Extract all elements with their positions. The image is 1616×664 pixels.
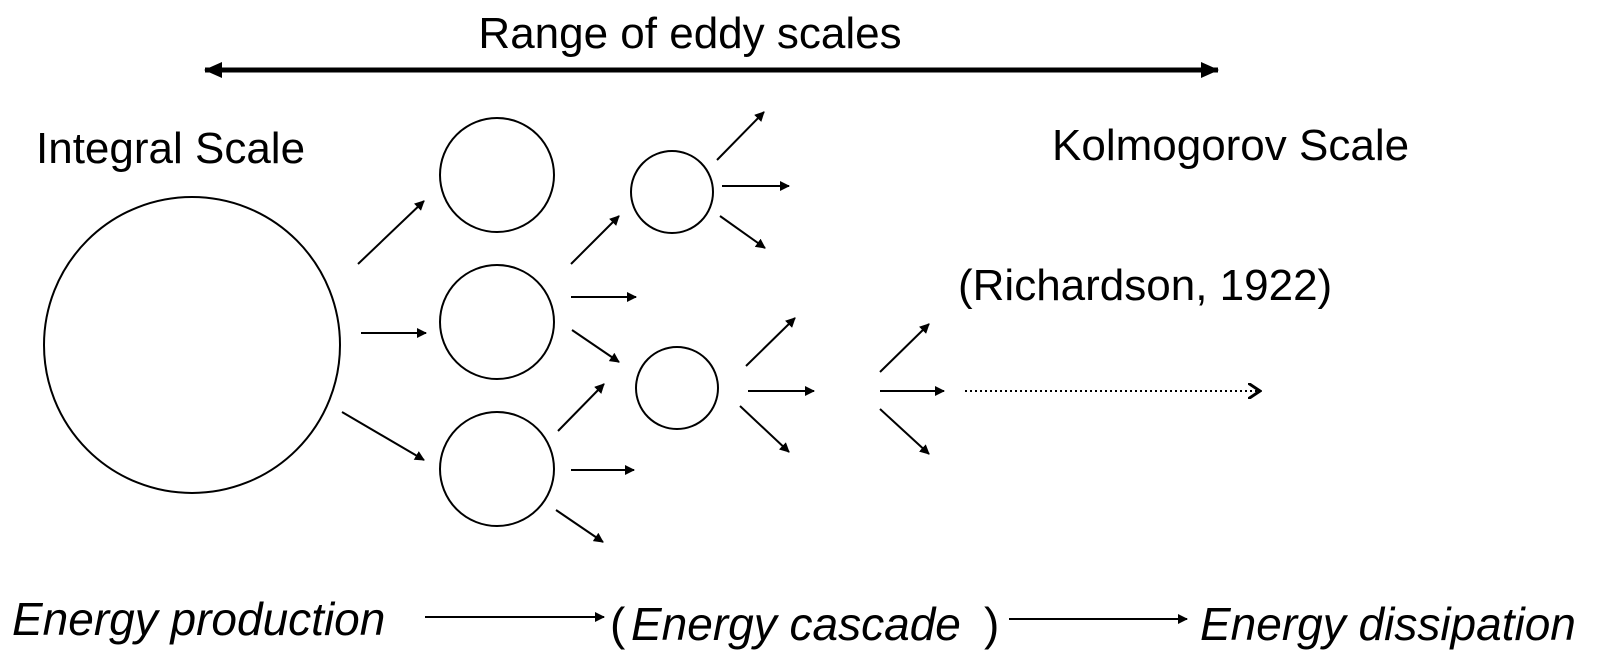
arrow-l2mid-up xyxy=(570,215,620,265)
arrow-integral-down xyxy=(341,411,425,461)
energy-dissipation-label: Energy dissipation xyxy=(1200,598,1576,650)
arrow-l3bot-down xyxy=(739,405,790,453)
kolmogorov-scale-label: Kolmogorov Scale xyxy=(1052,121,1409,170)
arrow-l2mid-down xyxy=(571,329,620,363)
eddy-circle-level3-top xyxy=(630,150,714,234)
eddy-circle-level3-bottom xyxy=(635,346,719,430)
eddy-circle-level2-bottom xyxy=(439,411,555,527)
eddy-circle-level2-top xyxy=(439,117,555,233)
eddy-circle-level2-middle xyxy=(439,264,555,380)
range-label: Range of eddy scales xyxy=(478,9,901,58)
arrow-l2bot-down xyxy=(555,509,604,543)
arrow-l3bot-up xyxy=(745,317,796,367)
cascade-paren-close: ) xyxy=(984,598,999,650)
citation: (Richardson, 1922) xyxy=(958,261,1332,310)
arrow-l3top-down xyxy=(719,215,766,249)
arrow-l2bot-up xyxy=(557,383,605,432)
arrow-small-up xyxy=(879,323,930,373)
arrow-small-down xyxy=(879,408,930,455)
arrow-integral-up xyxy=(357,200,425,265)
integral-eddy-circle xyxy=(43,196,341,494)
energy-production-label: Energy production xyxy=(12,593,385,645)
integral-scale-label: Integral Scale xyxy=(36,124,305,173)
cascade-paren-open: ( xyxy=(610,598,626,650)
energy-cascade-label: Energy cascade xyxy=(631,598,961,650)
arrow-l3top-up xyxy=(716,111,765,161)
